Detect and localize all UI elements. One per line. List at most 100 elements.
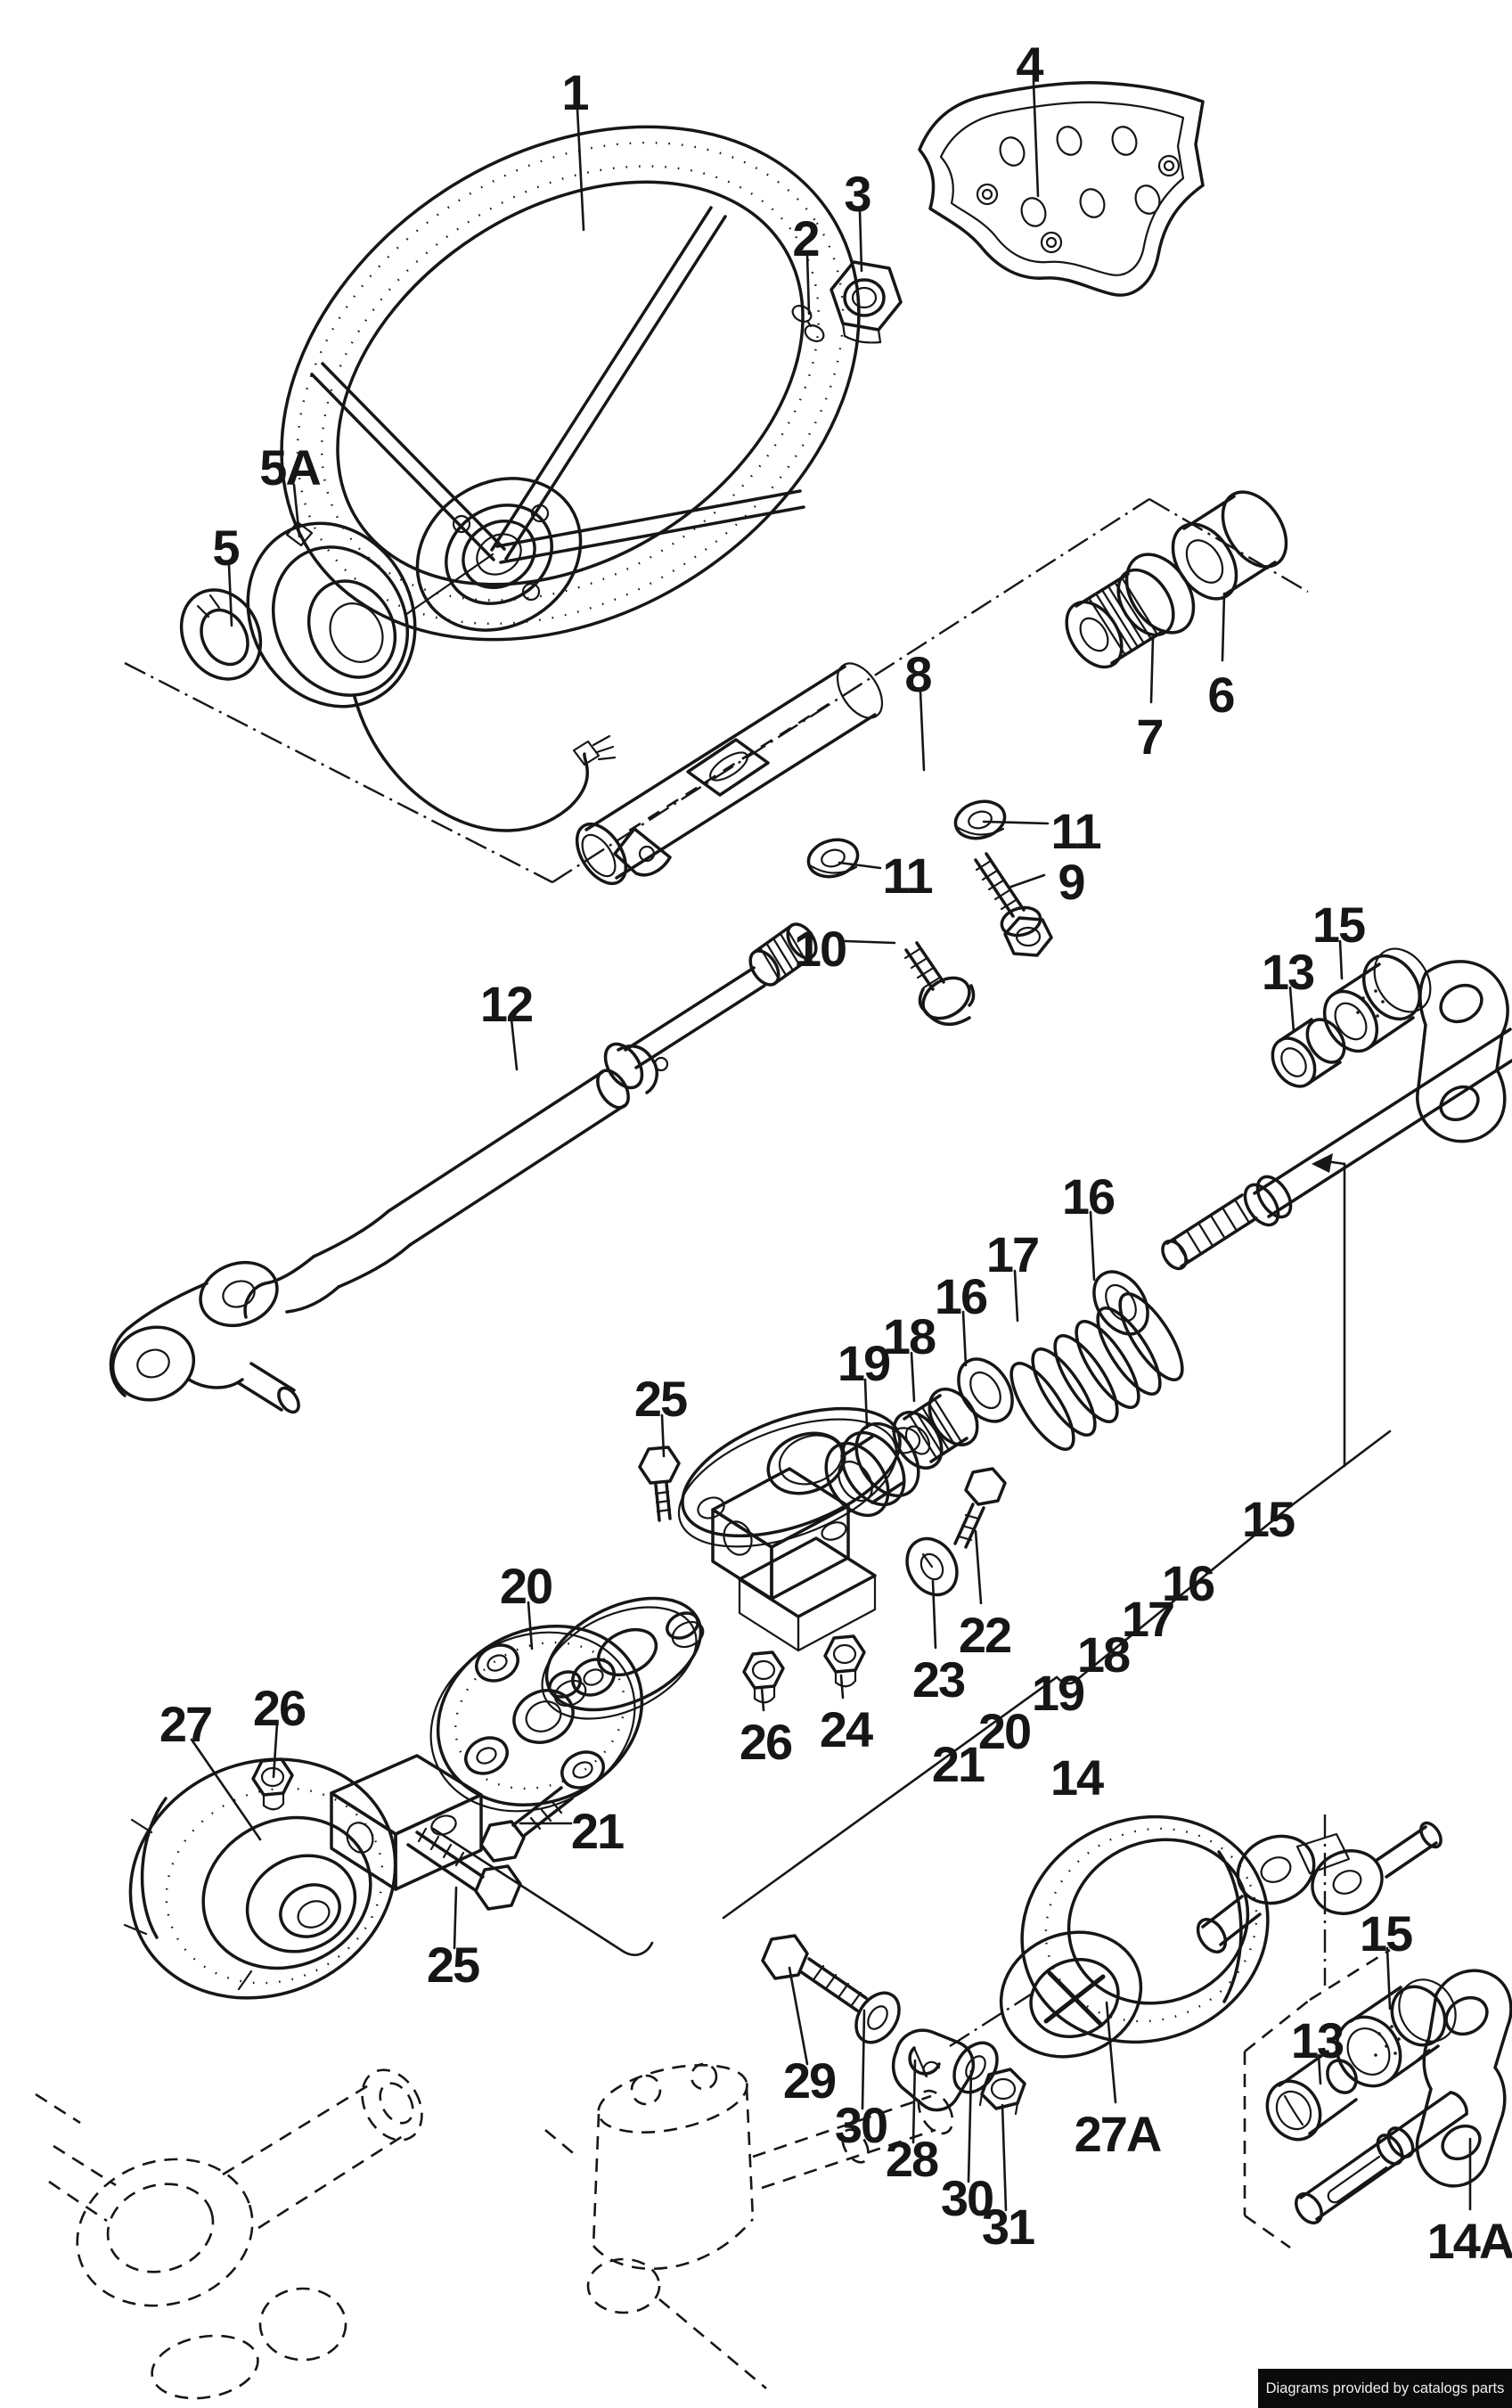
phantom-gear-left bbox=[35, 2068, 423, 2400]
callout-14a: 14A bbox=[1427, 2213, 1512, 2269]
wire-connector bbox=[572, 734, 617, 766]
callout-5: 5 bbox=[212, 520, 239, 576]
callout-16b: 16 bbox=[935, 1268, 987, 1324]
phantom-panel-bottom-right bbox=[1243, 1814, 1391, 2249]
phantom-plane-lines bbox=[124, 497, 1309, 884]
washer-30-left bbox=[854, 1991, 901, 2044]
nut-31 bbox=[978, 2068, 1026, 2116]
callout-7: 7 bbox=[1136, 708, 1162, 765]
callout-21-list: 21 bbox=[932, 1736, 985, 1792]
callout-15-bottom: 15 bbox=[1360, 1905, 1412, 1962]
footer-credit-bar: Diagrams provided by catalogs parts bbox=[1258, 2369, 1512, 2408]
nut-24 bbox=[823, 1634, 866, 1688]
contact-ring bbox=[246, 520, 617, 832]
shaft-splines bbox=[758, 927, 808, 982]
slotted-pin bbox=[1294, 2091, 1468, 2225]
callout-20-list: 20 bbox=[978, 1703, 1030, 1759]
callout-11b: 11 bbox=[882, 848, 932, 904]
callout-27: 27 bbox=[159, 1696, 211, 1752]
callout-9: 9 bbox=[1058, 854, 1084, 910]
callout-18: 18 bbox=[883, 1308, 936, 1364]
callout-13-top: 13 bbox=[1262, 944, 1314, 1000]
callout-16a: 16 bbox=[1062, 1168, 1115, 1224]
bracket-14a bbox=[1413, 1969, 1512, 2188]
bolt-9 bbox=[974, 852, 1053, 957]
spring-clip bbox=[791, 305, 825, 342]
bolt-21-left bbox=[479, 1786, 574, 1863]
bolt-25-left bbox=[406, 1827, 522, 1911]
callout-17: 17 bbox=[986, 1226, 1038, 1282]
lower-mount-plate bbox=[677, 1406, 921, 1548]
lower-shaft bbox=[1161, 1028, 1512, 1271]
column-tube bbox=[575, 662, 884, 886]
washer-30-right bbox=[952, 2041, 999, 2094]
washer-16-right bbox=[1092, 1270, 1149, 1336]
bearing-cup-19 bbox=[824, 1421, 920, 1518]
splined-bushing-18 bbox=[892, 1388, 979, 1470]
callout-10: 10 bbox=[794, 921, 846, 977]
spring-17 bbox=[1009, 1292, 1184, 1451]
callout-6: 6 bbox=[1207, 667, 1234, 723]
callout-16-list: 16 bbox=[1162, 1555, 1214, 1611]
callout-25-left: 25 bbox=[427, 1937, 479, 1993]
bolt-25-top bbox=[638, 1446, 681, 1522]
dome-cover-27 bbox=[123, 1757, 397, 2000]
phantom-gear-center bbox=[544, 2062, 954, 2389]
leader-lines bbox=[190, 80, 1472, 2212]
callout-30b: 30 bbox=[941, 2170, 993, 2226]
callout-8: 8 bbox=[904, 646, 931, 702]
dome-cover-27a bbox=[999, 1814, 1270, 2059]
column-bushing bbox=[1171, 490, 1288, 601]
steering-wheel bbox=[280, 125, 861, 642]
callout-4: 4 bbox=[1016, 37, 1043, 93]
callout-11a: 11 bbox=[1050, 803, 1100, 859]
horn-pad-plate bbox=[918, 81, 1205, 297]
callout-23: 23 bbox=[912, 1651, 965, 1708]
callout-22: 22 bbox=[959, 1607, 1010, 1663]
callout-12: 12 bbox=[480, 976, 532, 1032]
callout-2: 2 bbox=[792, 210, 818, 266]
retaining-ring bbox=[179, 588, 263, 681]
callout-26-mid: 26 bbox=[740, 1714, 792, 1770]
callout-19: 19 bbox=[838, 1335, 890, 1391]
callout-26-left: 26 bbox=[253, 1680, 306, 1736]
nut-26-middle bbox=[742, 1650, 785, 1704]
splined-bearing bbox=[1065, 553, 1196, 669]
callout-25-top: 25 bbox=[634, 1371, 687, 1427]
callout-24: 24 bbox=[820, 1701, 873, 1757]
clamp-28 bbox=[891, 2028, 976, 2112]
callout-31: 31 bbox=[982, 2199, 1034, 2255]
washer-16-left bbox=[957, 1357, 1014, 1423]
wheel-spokes bbox=[310, 206, 805, 564]
nut-26-left bbox=[251, 1757, 294, 1811]
shaft-yoke bbox=[109, 1255, 340, 1414]
callouts: 1 4 3 2 5A 5 8 7 6 11 11 9 10 12 13 15 1… bbox=[159, 37, 1512, 2269]
coupling-flange bbox=[541, 1596, 705, 1720]
callout-19-list: 19 bbox=[1032, 1665, 1084, 1721]
callout-3: 3 bbox=[844, 166, 870, 222]
spline-hatch bbox=[1087, 576, 1159, 657]
callout-15-list: 15 bbox=[1242, 1491, 1295, 1547]
clamp-block-left bbox=[330, 1754, 483, 1891]
pin-13-bottom bbox=[1265, 2050, 1358, 2142]
bolt-10 bbox=[903, 941, 976, 1027]
callout-18-list: 18 bbox=[1077, 1626, 1130, 1683]
callout-28: 28 bbox=[886, 2131, 938, 2187]
callout-14: 14 bbox=[1050, 1749, 1104, 1806]
bushing-15-bottom bbox=[1335, 1978, 1457, 2088]
callout-20: 20 bbox=[500, 1558, 552, 1614]
washer-11-upper bbox=[953, 799, 1007, 840]
hub-nut bbox=[830, 260, 903, 344]
bushing-15-top bbox=[1322, 947, 1432, 1053]
upper-shaft-12 bbox=[312, 922, 818, 1289]
callout-29: 29 bbox=[783, 2052, 836, 2109]
bolt-22 bbox=[953, 1467, 1007, 1549]
bolt-29 bbox=[761, 1934, 868, 2012]
callout-30a: 30 bbox=[835, 2097, 887, 2153]
callout-17-list: 17 bbox=[1122, 1591, 1173, 1647]
wedge-clamp-blocks bbox=[711, 1467, 877, 1652]
bushing-13-top bbox=[1271, 1018, 1346, 1088]
callout-21-left: 21 bbox=[571, 1803, 624, 1859]
